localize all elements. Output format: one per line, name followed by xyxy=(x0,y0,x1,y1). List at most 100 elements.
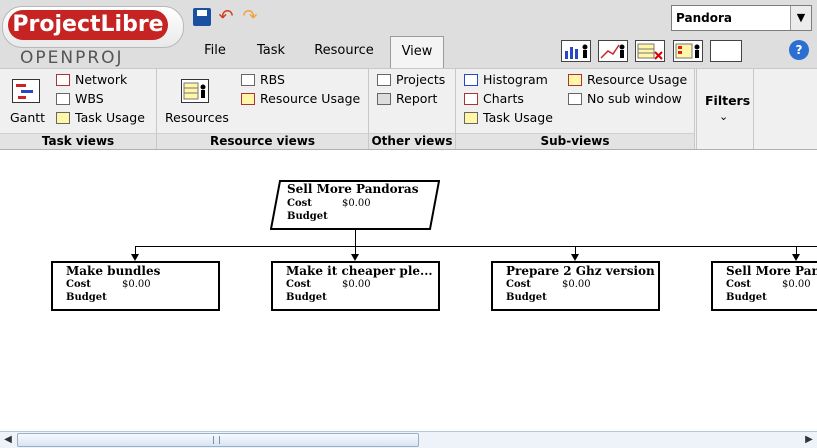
project-select-value: Pandora xyxy=(676,11,732,25)
wbs-node-name: Prepare 2 Ghz version xyxy=(506,264,655,278)
wbs-node[interactable]: Prepare 2 Ghz version Cost $0.00 Budget xyxy=(491,261,660,311)
wbs-node-cost-label: Cost xyxy=(66,279,91,290)
wbs-node-cost-label: Cost xyxy=(506,279,531,290)
filters-button[interactable]: Filters ⌄ xyxy=(696,69,754,149)
chevron-down-icon[interactable]: ▼ xyxy=(790,6,811,30)
scroll-thumb[interactable] xyxy=(17,433,419,447)
gantt-button[interactable]: Gantt xyxy=(10,110,46,125)
other-views-title: Other views xyxy=(369,133,455,149)
resource-views-group: Resources RBS Resource Usage Resource vi… xyxy=(157,69,369,149)
resource-usage-icon xyxy=(241,93,255,105)
resources-button[interactable]: Resources xyxy=(165,110,229,125)
charts-button[interactable]: Charts xyxy=(464,90,524,108)
resource-views-title: Resource views xyxy=(157,133,368,149)
wbs-node-clip: Sell More Pandoras Cost $0.00 Budget xyxy=(711,261,817,311)
resource-usage-icon xyxy=(568,74,582,86)
tab-task[interactable]: Task xyxy=(256,43,286,58)
wbs-node[interactable]: Make it cheaper ple... Cost $0.00 Budget xyxy=(271,261,440,311)
arrow-icon xyxy=(571,254,579,261)
charts-toolbar-icon[interactable] xyxy=(598,40,628,62)
task-usage-label: Task Usage xyxy=(75,110,145,125)
no-sub-window-label: No sub window xyxy=(587,91,682,106)
task-usage-button[interactable]: Task Usage xyxy=(56,109,145,127)
wbs-node-cost-label: Cost xyxy=(287,198,312,209)
wbs-label: WBS xyxy=(75,91,104,106)
projects-icon xyxy=(377,74,391,86)
wbs-node-cost: $0.00 xyxy=(782,279,811,290)
wbs-node-cost: $0.00 xyxy=(562,279,591,290)
wbs-node-name: Make it cheaper ple... xyxy=(286,264,433,278)
wbs-node-budget-label: Budget xyxy=(66,292,107,303)
wbs-button[interactable]: WBS xyxy=(56,90,104,108)
histogram-icon xyxy=(464,74,478,86)
resource-usage-label: Resource Usage xyxy=(260,91,361,106)
tab-file[interactable]: File xyxy=(204,43,226,58)
horizontal-scrollbar[interactable]: ◀ ▶ xyxy=(0,431,817,448)
help-icon[interactable]: ? xyxy=(789,40,809,60)
task-usage-icon xyxy=(464,112,478,124)
redo-icon[interactable]: ↷ xyxy=(242,6,258,27)
sub-task-usage-button[interactable]: Task Usage xyxy=(464,109,553,127)
connector-line xyxy=(355,246,356,256)
wbs-node-cost: $0.00 xyxy=(342,198,371,209)
chevron-down-icon: ⌄ xyxy=(719,110,729,123)
project-select[interactable]: Pandora ▼ xyxy=(671,5,812,31)
report-label: Report xyxy=(396,91,438,106)
rbs-icon xyxy=(241,74,255,86)
wbs-canvas[interactable]: Sell More Pandoras Cost $0.00 Budget Mak… xyxy=(0,149,817,432)
view-ribbon: Gantt Network WBS Task Usage Task views … xyxy=(0,68,817,150)
wbs-node-name: Sell More Pandoras xyxy=(287,182,419,196)
task-usage-toolbar-icon[interactable] xyxy=(635,40,665,62)
wbs-node-name: Make bundles xyxy=(66,264,161,278)
connector-line xyxy=(796,246,797,256)
rbs-button[interactable]: RBS xyxy=(241,71,285,89)
wbs-node[interactable]: Sell More Pandoras Cost $0.00 Budget xyxy=(711,261,817,311)
sub-resource-usage-label: Resource Usage xyxy=(587,72,688,87)
gantt-icon xyxy=(12,79,40,103)
sub-views-group: Histogram Charts Task Usage Resource Usa… xyxy=(456,69,695,149)
task-views-group: Gantt Network WBS Task Usage Task views xyxy=(0,69,157,149)
blank-toolbar-button[interactable] xyxy=(710,40,742,62)
histogram-button[interactable]: Histogram xyxy=(464,71,548,89)
connector-line xyxy=(355,230,356,247)
arrow-icon xyxy=(131,254,139,261)
tab-view[interactable]: View xyxy=(390,36,444,68)
resources-icon xyxy=(181,79,209,103)
charts-icon xyxy=(464,93,478,105)
filters-label: Filters xyxy=(705,93,751,108)
network-icon xyxy=(56,74,70,86)
network-label: Network xyxy=(75,72,128,87)
logo-subtext: OPENPROJ xyxy=(20,48,124,68)
connector-line xyxy=(575,246,576,256)
sub-resource-usage-button[interactable]: Resource Usage xyxy=(568,71,687,89)
no-sub-window-button[interactable]: No sub window xyxy=(568,90,682,108)
connector-line xyxy=(135,246,817,247)
report-button[interactable]: Report xyxy=(377,90,437,108)
wbs-root-node[interactable]: Sell More Pandoras Cost $0.00 Budget xyxy=(270,180,440,230)
projects-button[interactable]: Projects xyxy=(377,71,445,89)
task-views-title: Task views xyxy=(0,133,156,149)
resource-usage-button[interactable]: Resource Usage xyxy=(241,90,360,108)
blank-window-icon xyxy=(568,93,582,105)
save-icon[interactable] xyxy=(193,8,211,26)
wbs-node-budget-label: Budget xyxy=(287,211,328,222)
wbs-node-cost-label: Cost xyxy=(286,279,311,290)
resource-usage-toolbar-icon[interactable] xyxy=(673,40,703,62)
histogram-toolbar-icon[interactable] xyxy=(561,40,591,62)
wbs-icon xyxy=(56,93,70,105)
tab-resource[interactable]: Resource xyxy=(314,43,374,58)
rbs-label: RBS xyxy=(260,72,285,87)
arrow-icon xyxy=(792,254,800,261)
network-button[interactable]: Network xyxy=(56,71,127,89)
scroll-left-icon[interactable]: ◀ xyxy=(4,434,12,445)
scroll-right-icon[interactable]: ▶ xyxy=(805,434,813,445)
task-usage-icon xyxy=(56,112,70,124)
wbs-node-budget-label: Budget xyxy=(506,292,547,303)
sub-task-usage-label: Task Usage xyxy=(483,110,553,125)
title-bar: ProjectLibre OPENPROJ ↶ ↷ Pandora ▼ File… xyxy=(0,0,817,68)
undo-icon[interactable]: ↶ xyxy=(218,6,234,27)
app-logo: ProjectLibre OPENPROJ xyxy=(2,4,188,68)
arrow-icon xyxy=(351,254,359,261)
projects-label: Projects xyxy=(396,72,446,87)
wbs-node[interactable]: Make bundles Cost $0.00 Budget xyxy=(51,261,220,311)
